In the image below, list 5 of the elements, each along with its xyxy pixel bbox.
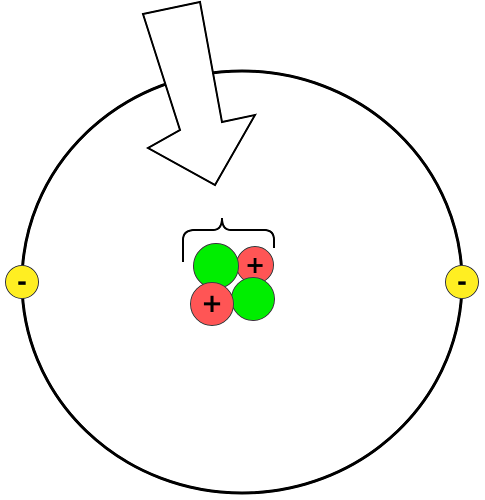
electron-circle: - <box>5 265 39 299</box>
neutron-circle <box>231 277 275 321</box>
electron-circle: - <box>445 265 479 299</box>
neutron-circle <box>193 243 239 289</box>
proton-circle: + <box>190 282 234 326</box>
